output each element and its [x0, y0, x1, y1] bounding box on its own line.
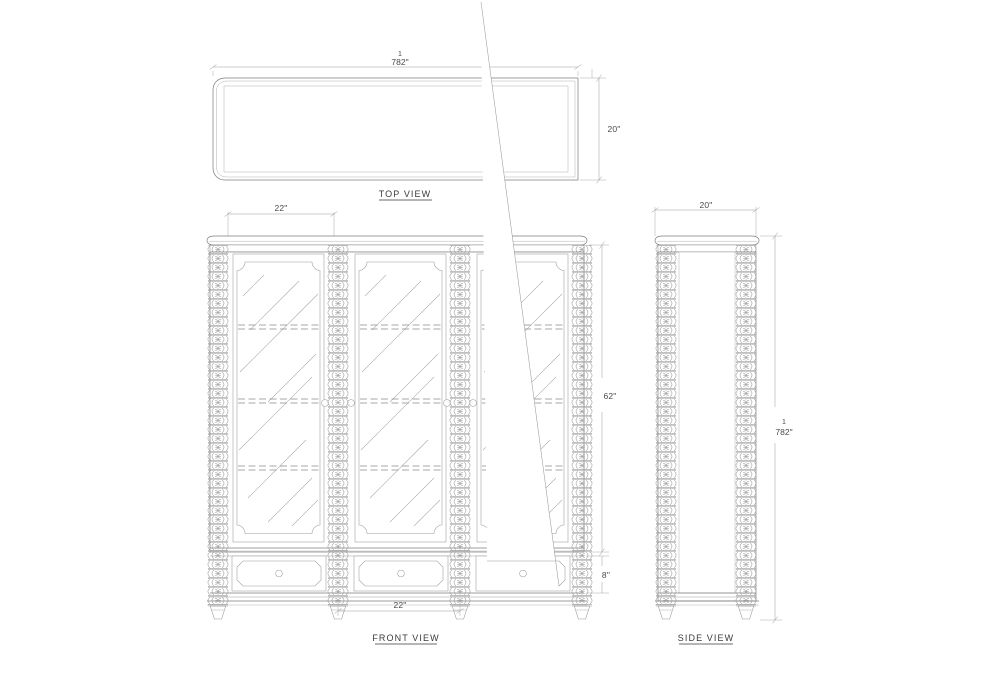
- dimension-top-width-fraction-numerator: 1: [398, 51, 402, 58]
- door-knob-1[interactable]: [321, 399, 329, 407]
- top-view-label-group: TOP VIEW: [379, 189, 432, 201]
- front-view-drawer-1[interactable]: [231, 555, 327, 592]
- top-view-inner-panel: [223, 85, 569, 173]
- drawer-knob-1[interactable]: [275, 569, 283, 578]
- front-view-crown-apron: [209, 244, 585, 253]
- side-view-interior: [678, 251, 736, 594]
- front-view-drawer-3[interactable]: [475, 1, 571, 592]
- dimension-front-bay-width-bottom: 22": [334, 600, 464, 616]
- side-view: 20": [651, 200, 793, 645]
- top-view-label: TOP VIEW: [379, 189, 431, 199]
- glass-reflection-1: [238, 274, 319, 527]
- door-knob-2b[interactable]: [347, 399, 355, 407]
- dimension-front-drawer-height-value: 8": [602, 570, 610, 580]
- side-view-label-group: SIDE VIEW: [678, 633, 734, 645]
- dimension-side-height: 1 782": [760, 232, 793, 624]
- dimension-side-height-value: 782": [775, 427, 792, 437]
- front-view: 22": [206, 1, 616, 645]
- drawer-knob-3[interactable]: [519, 569, 527, 578]
- glass-reflection-2: [360, 274, 441, 527]
- dimension-front-bay-width-top: 22": [224, 203, 338, 240]
- dimension-front-bay-width-top-value: 22": [274, 203, 287, 213]
- door-glass-panel-2: [358, 261, 443, 534]
- dimension-side-depth: 20": [651, 200, 760, 236]
- front-view-crown-molding: [206, 235, 588, 246]
- front-view-bay-1: [232, 253, 329, 543]
- drawer-knob-2[interactable]: [397, 569, 405, 578]
- drawer-panel-3: [480, 1, 566, 587]
- door-knob-2[interactable]: [443, 399, 451, 407]
- dimension-front-drawer-height: 8": [586, 555, 610, 594]
- side-view-crown-molding: [654, 235, 760, 246]
- front-view-crown: [206, 235, 588, 253]
- front-view-base-rail: [207, 592, 587, 606]
- front-view-drawer-2[interactable]: [353, 555, 449, 592]
- dimension-front-cabinet-height-value: 62": [603, 391, 616, 401]
- dimension-side-depth-value: 20": [699, 200, 712, 210]
- door-glass-panel-1: [236, 261, 321, 534]
- door-knob-3[interactable]: [469, 399, 477, 407]
- front-view-bay-2: [347, 253, 451, 543]
- top-view-offset-outline: [216, 80, 576, 178]
- front-view-label: FRONT VIEW: [372, 633, 439, 643]
- side-view-label: SIDE VIEW: [678, 633, 734, 643]
- dimension-front-cabinet-height: 62": [589, 241, 616, 556]
- dimension-top-width: 1 782": [209, 51, 593, 78]
- front-view-label-group: FRONT VIEW: [372, 633, 439, 645]
- dimension-side-height-fraction-numerator: 1: [782, 419, 786, 426]
- dimension-top-depth-value: 20": [607, 124, 620, 134]
- side-view-crown: [654, 235, 760, 253]
- dimension-top-depth: 20": [580, 74, 620, 184]
- dimension-top-width-value: 782": [391, 57, 408, 67]
- dimension-front-bay-width-bottom-value: 22": [393, 600, 406, 610]
